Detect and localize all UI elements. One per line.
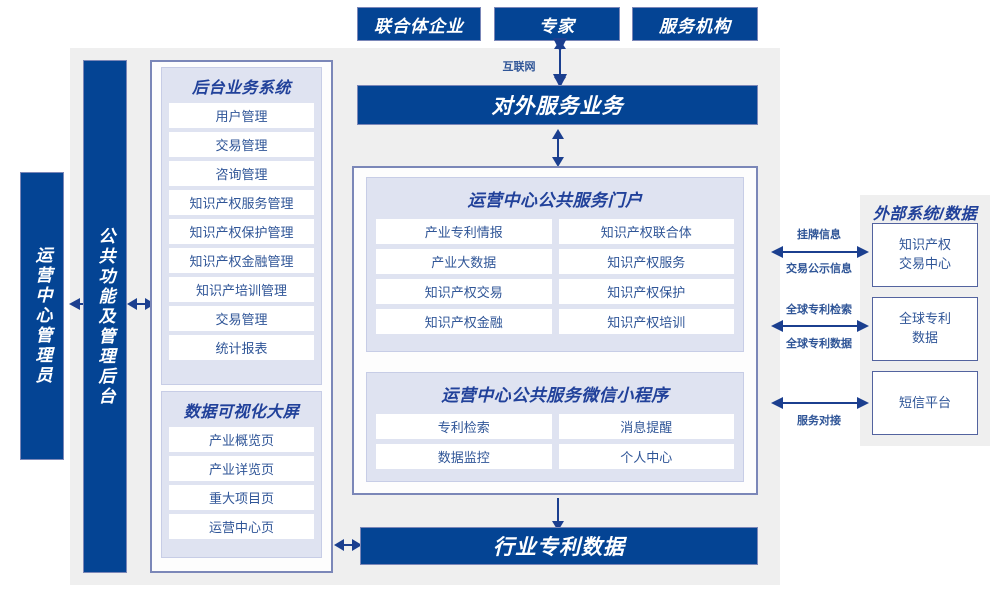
top-actor-label: 专家 xyxy=(539,16,575,36)
portal-item[interactable]: 知识产权保护 xyxy=(557,278,735,305)
services-to-data-arrow xyxy=(552,498,564,531)
connector-label-below: 服务对接 xyxy=(797,415,841,427)
internet-arrow xyxy=(553,38,567,88)
miniprogram-item[interactable]: 专利检索 xyxy=(375,413,553,440)
portal-item[interactable]: 知识产权服务 xyxy=(557,248,735,275)
external-connector-arrow-3 xyxy=(771,397,869,409)
miniprogram-item[interactable]: 数据监控 xyxy=(375,443,553,470)
portal-item[interactable]: 知识产权培训 xyxy=(557,308,735,335)
connector-label-below: 交易公示信息 xyxy=(786,263,852,275)
miniprogram-item[interactable]: 个人中心 xyxy=(557,443,735,470)
portal-group: 运营中心公共服务门户 产业专利情报 知识产权联合体 产业大数据 知识产权服务 知… xyxy=(366,177,744,352)
data-visual-item[interactable]: 产业详览页 xyxy=(168,455,315,482)
backend-item[interactable]: 知识产权金融管理 xyxy=(168,247,315,274)
data-visual-item[interactable]: 运营中心页 xyxy=(168,513,315,540)
backend-system-list: 用户管理 交易管理 咨询管理 知识产权服务管理 知识产权保护管理 知识产权金融管… xyxy=(162,98,321,367)
operator-column[interactable]: 运营中心管理员 xyxy=(20,172,64,460)
miniprogram-group: 运营中心公共服务微信小程序 专利检索 消息提醒 数据监控 个人中心 xyxy=(366,372,744,482)
bottom-data-bar[interactable]: 行业专利数据 xyxy=(360,527,758,565)
backend-item[interactable]: 咨询管理 xyxy=(168,160,315,187)
bottom-data-label: 行业专利数据 xyxy=(493,536,625,559)
backend-item[interactable]: 交易管理 xyxy=(168,131,315,158)
portal-item[interactable]: 知识产权金融 xyxy=(375,308,553,335)
internet-label: 互联网 xyxy=(502,61,536,73)
data-visual-item[interactable]: 产业概览页 xyxy=(168,426,315,453)
external-service-bar[interactable]: 对外服务业务 xyxy=(357,85,758,125)
external-system-知识产权交易中心[interactable]: 知识产权 交易中心 xyxy=(872,223,978,287)
data-visual-title: 数据可视化大屏 xyxy=(183,404,300,421)
top-actor-联合体企业[interactable]: 联合体企业 xyxy=(357,7,481,41)
miniprogram-grid: 专利检索 消息提醒 数据监控 个人中心 xyxy=(367,406,743,478)
service-to-portal-arrow xyxy=(552,129,564,167)
top-actor-label: 服务机构 xyxy=(659,16,731,36)
external-connector-arrow-2 xyxy=(771,320,869,332)
miniprogram-title: 运营中心公共服务微信小程序 xyxy=(441,386,669,405)
external-system-label: 全球专利 数据 xyxy=(898,311,951,345)
backend-item[interactable]: 知识产培训管理 xyxy=(168,276,315,303)
portal-item[interactable]: 产业专利情报 xyxy=(375,218,553,245)
backend-item[interactable]: 知识产权服务管理 xyxy=(168,189,315,216)
backend-item[interactable]: 知识产权保护管理 xyxy=(168,218,315,245)
operator-label: 运营中心管理员 xyxy=(32,246,52,386)
modules-to-data-arrow xyxy=(334,539,362,551)
top-actor-label: 联合体企业 xyxy=(374,16,464,36)
external-service-label: 对外服务业务 xyxy=(491,95,624,118)
external-connector-arrow-1 xyxy=(771,246,869,258)
admin-backend-column[interactable]: 公共功能及管理后台 xyxy=(83,60,127,573)
top-actor-专家[interactable]: 专家 xyxy=(494,7,620,41)
backend-item[interactable]: 用户管理 xyxy=(168,102,315,129)
backend-system-group: 后台业务系统 用户管理 交易管理 咨询管理 知识产权服务管理 知识产权保护管理 … xyxy=(161,67,322,385)
backend-system-title: 后台业务系统 xyxy=(191,80,291,97)
portal-item[interactable]: 产业大数据 xyxy=(375,248,553,275)
external-system-全球专利数据[interactable]: 全球专利 数据 xyxy=(872,297,978,361)
backend-item[interactable]: 交易管理 xyxy=(168,305,315,332)
external-system-短信平台[interactable]: 短信平台 xyxy=(872,371,978,435)
portal-title: 运营中心公共服务门户 xyxy=(467,191,643,210)
external-systems-title: 外部系统/数据 xyxy=(873,206,977,223)
connector-label-above: 全球专利检索 xyxy=(786,304,852,316)
portal-item[interactable]: 知识产权交易 xyxy=(375,278,553,305)
backend-item[interactable]: 统计报表 xyxy=(168,334,315,361)
admin-backend-label: 公共功能及管理后台 xyxy=(95,226,115,407)
external-system-label: 短信平台 xyxy=(898,394,951,410)
connector-label-below: 全球专利数据 xyxy=(786,338,852,350)
data-visual-item[interactable]: 重大项目页 xyxy=(168,484,315,511)
connector-label-above: 挂牌信息 xyxy=(797,229,841,241)
portal-item[interactable]: 知识产权联合体 xyxy=(557,218,735,245)
top-actor-服务机构[interactable]: 服务机构 xyxy=(632,7,758,41)
portal-grid: 产业专利情报 知识产权联合体 产业大数据 知识产权服务 知识产权交易 知识产权保… xyxy=(367,211,743,343)
miniprogram-item[interactable]: 消息提醒 xyxy=(557,413,735,440)
data-visual-group: 数据可视化大屏 产业概览页 产业详览页 重大项目页 运营中心页 xyxy=(161,391,322,558)
data-visual-list: 产业概览页 产业详览页 重大项目页 运营中心页 xyxy=(162,422,321,546)
external-system-label: 知识产权 交易中心 xyxy=(898,237,951,271)
